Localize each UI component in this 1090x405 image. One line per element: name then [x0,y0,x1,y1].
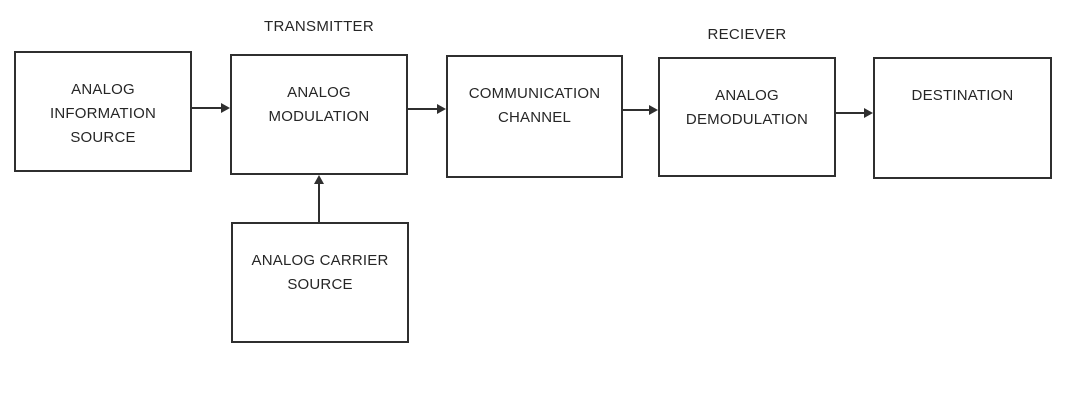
box-analog-carrier-source-label: ANALOG CARRIER SOURCE [251,252,389,293]
arrow-line [192,107,223,109]
arrowhead-up-icon [314,175,324,184]
arrow-carrier-to-modulation [313,175,325,222]
box-destination: DESTINATION [873,57,1052,179]
arrow-line [408,108,439,110]
arrowhead-right-icon [437,104,446,114]
box-communication-channel: COMMUNICATION CHANNEL [446,55,623,178]
box-communication-channel-label: COMMUNICATION CHANNEL [468,85,601,126]
arrowhead-right-icon [649,105,658,115]
arrow-demodulation-to-destination [836,107,873,119]
reciever-label: RECIEVER [707,26,787,43]
box-analog-carrier-source: ANALOG CARRIER SOURCE [231,222,409,343]
arrowhead-right-icon [221,103,230,113]
arrow-line [836,112,866,114]
box-analog-demodulation-label: ANALOG DEMODULATION [685,87,809,128]
box-analog-information-source: ANALOG INFORMATION SOURCE [14,51,192,172]
box-analog-demodulation: ANALOG DEMODULATION [658,57,836,177]
arrow-information-to-modulation [192,102,230,114]
arrow-channel-to-demodulation [623,104,658,116]
box-analog-modulation-label: ANALOG MODULATION [268,84,370,125]
box-analog-information-source-label: ANALOG INFORMATION SOURCE [49,81,157,146]
arrow-modulation-to-channel [408,103,446,115]
transmitter-label: TRANSMITTER [264,18,374,35]
arrowhead-right-icon [864,108,873,118]
box-analog-modulation: ANALOG MODULATION [230,54,408,175]
arrow-line [623,109,651,111]
arrow-line [318,182,320,222]
box-destination-label: DESTINATION [911,87,1014,104]
